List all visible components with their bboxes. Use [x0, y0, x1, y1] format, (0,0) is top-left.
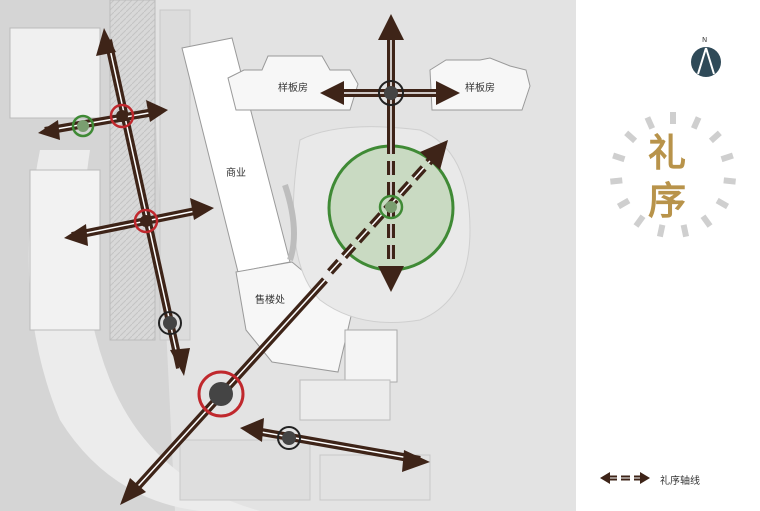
node-green-center — [378, 194, 404, 220]
compass-letter: N — [702, 36, 708, 44]
label-model-room-1: 样板房 — [278, 83, 308, 94]
building-block — [9, 27, 101, 119]
building-block — [299, 379, 391, 421]
axis-horizontal-top-left — [38, 100, 168, 140]
building-block — [29, 169, 101, 331]
model-house-1 — [227, 55, 359, 111]
title-char-1: 礼 — [648, 130, 687, 175]
ceremony-axes — [38, 14, 460, 505]
legend-label: 礼序轴线 — [660, 476, 700, 487]
building-block — [344, 329, 398, 383]
node-black-lower — [277, 426, 301, 450]
title-char-2: 序 — [648, 178, 687, 223]
node-black-top — [378, 80, 404, 106]
node-red-top-left — [109, 103, 135, 129]
axis-horizontal-mid-left — [64, 198, 214, 246]
label-model-room-2: 样板房 — [465, 83, 495, 94]
label-sales-office: 售楼处 — [255, 295, 285, 306]
model-house-2 — [429, 57, 531, 111]
node-red-mid-left — [133, 208, 159, 234]
label-commercial: 商业 — [226, 168, 246, 179]
node-red-main — [197, 370, 245, 418]
node-green-top-left — [71, 114, 95, 138]
title-emblem — [610, 112, 736, 238]
legend-axis-icon — [600, 472, 650, 484]
legend-panel: N 礼 序 礼序轴线 — [576, 0, 760, 511]
building-block — [179, 439, 311, 501]
axis-vertical-left — [96, 28, 190, 376]
road-curve — [28, 150, 260, 511]
compass-icon — [691, 47, 721, 77]
node-black-left — [158, 311, 182, 335]
garden-path — [282, 184, 297, 261]
